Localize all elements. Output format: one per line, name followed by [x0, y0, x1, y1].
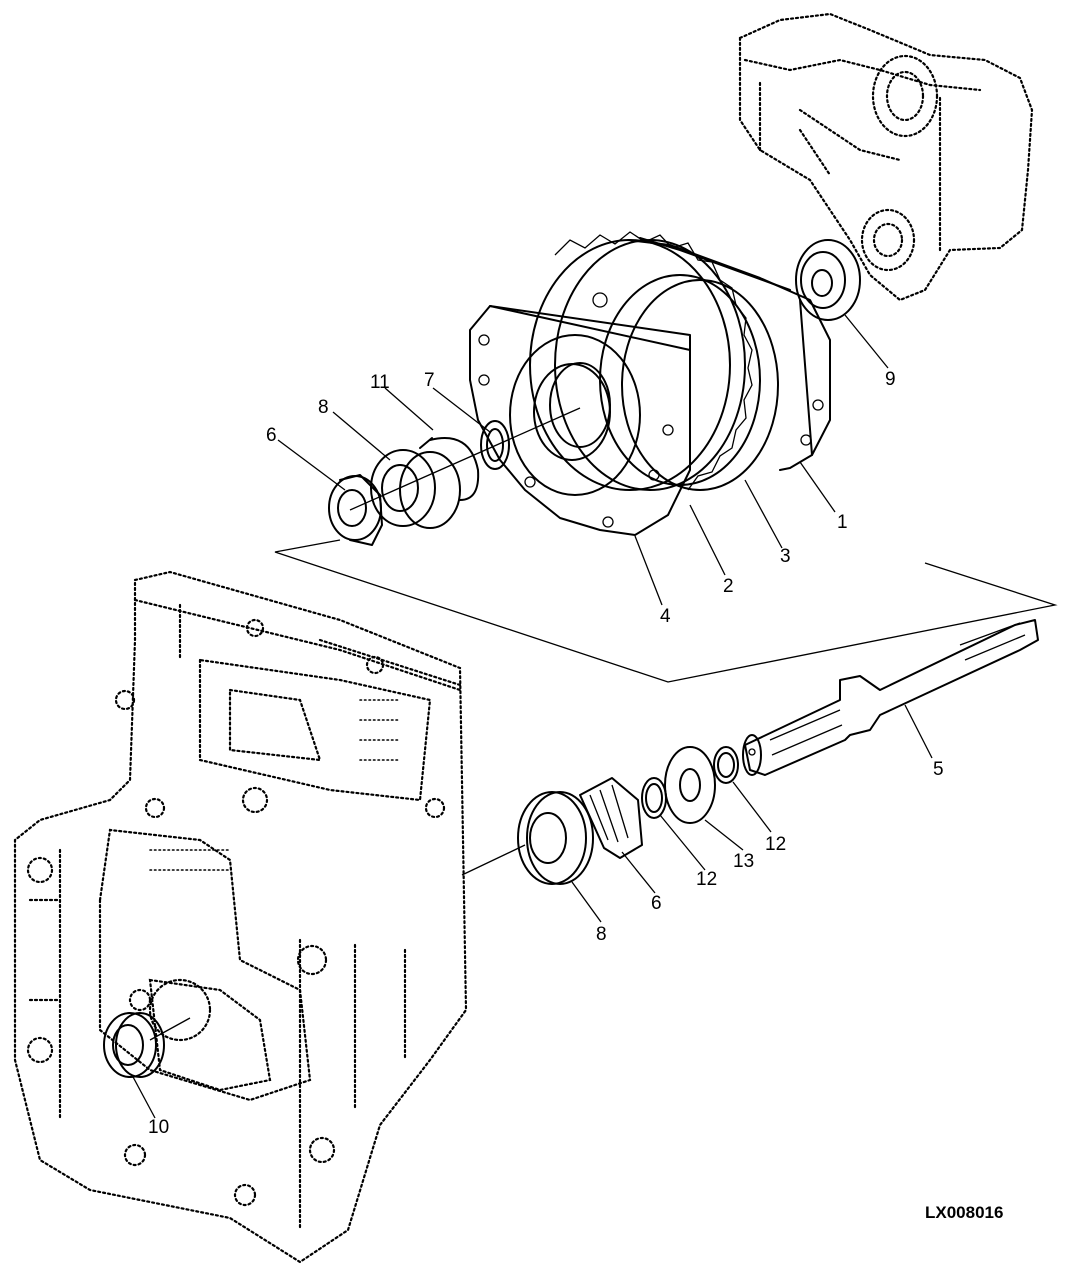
shaft-5 — [742, 619, 1039, 776]
callout-6-lower: 6 — [651, 893, 662, 914]
callout-3: 3 — [780, 546, 791, 567]
callout-11: 11 — [370, 372, 390, 393]
callout-10: 10 — [148, 1117, 169, 1138]
assembly-lines — [149, 407, 1058, 1041]
drawing-code: LX008016 — [925, 1203, 1003, 1222]
bearing-9 — [795, 239, 861, 321]
callout-4: 4 — [660, 606, 671, 627]
callout-9: 9 — [885, 369, 896, 390]
lower-housing-outline — [13, 570, 468, 1264]
callout-8-lower: 8 — [596, 924, 607, 945]
callout-5: 5 — [933, 759, 944, 780]
upper-small-parts — [328, 420, 510, 546]
clutch-gear-assembly — [469, 231, 831, 536]
callout-1: 1 — [837, 512, 848, 533]
callout-2: 2 — [723, 576, 734, 597]
lower-small-parts — [517, 746, 739, 885]
callout-12-right: 12 — [765, 834, 786, 855]
callout-labels: 1 2 3 4 5 6 7 8 9 10 11 12 12 13 6 8 — [148, 369, 944, 1138]
callout-12-lower: 12 — [696, 869, 717, 890]
callout-6: 6 — [266, 425, 277, 446]
seal-10 — [103, 1012, 165, 1078]
leader-lines — [131, 314, 933, 1119]
callout-8: 8 — [318, 397, 329, 418]
upper-housing-outline — [738, 12, 1034, 302]
callout-7: 7 — [424, 370, 435, 391]
callout-13: 13 — [733, 851, 754, 872]
